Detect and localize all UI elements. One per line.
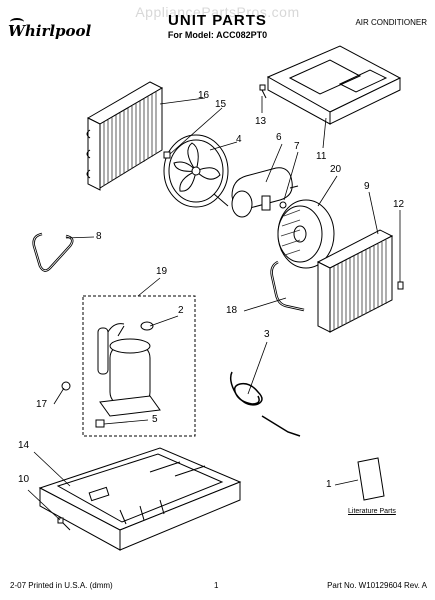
thermistor-part (397, 281, 404, 290)
shroud-part (266, 45, 402, 125)
evaporator-coil-part (316, 229, 394, 333)
brand-logo: Whirlpool (8, 22, 92, 40)
callout-8: 8 (96, 231, 102, 242)
callout-20: 20 (330, 164, 342, 175)
capillary-tube-part (270, 260, 305, 312)
compressor-group-box (82, 295, 196, 437)
motor-clamp-part (279, 201, 287, 209)
callout-5: 5 (152, 414, 158, 425)
callout-9: 9 (364, 181, 370, 192)
callout-16: 16 (198, 90, 210, 101)
literature-parts-label: Literature Parts (348, 508, 396, 515)
callout-6: 6 (276, 132, 282, 143)
model-line: For Model: ACC082PT0 (167, 30, 268, 40)
page-title: UNIT PARTS (168, 12, 267, 29)
callout-13: 13 (255, 116, 267, 127)
leader-lines (27, 96, 401, 521)
terminal-cover-part (140, 321, 154, 331)
screw-part (259, 84, 267, 99)
blower-wheel-part (277, 199, 335, 269)
callout-2: 2 (178, 305, 184, 316)
callout-10: 10 (18, 474, 30, 485)
callout-12: 12 (393, 199, 405, 210)
callout-3: 3 (264, 329, 270, 340)
callout-14: 14 (18, 440, 30, 451)
condenser-coil-part (86, 81, 164, 191)
callout-17: 17 (36, 399, 48, 410)
base-screw-part (57, 517, 71, 531)
fan-clip-part (163, 151, 171, 159)
footer-print-info: 2-07 Printed in U.S.A. (dmm) (10, 581, 113, 590)
category-label: AIR CONDITIONER (355, 18, 427, 27)
fan-motor-part (213, 167, 299, 218)
footer-part-number: Part No. W10129604 Rev. A (327, 581, 427, 590)
callout-11: 11 (316, 151, 327, 162)
brand-logo-swoosh (10, 18, 24, 26)
discharge-tube-part (229, 371, 301, 437)
base-pan-part (38, 447, 242, 551)
fan-blade-part (163, 134, 229, 208)
callout-1: 1 (326, 479, 332, 490)
watermark: AppliancePartsPros.com (135, 4, 300, 20)
callout-15: 15 (215, 99, 227, 110)
callout-7: 7 (294, 141, 300, 152)
callout-4: 4 (236, 134, 242, 145)
bracket-part (32, 232, 74, 272)
compressor-part (95, 323, 161, 428)
literature-booklet-part (357, 457, 385, 501)
footer-page-number: 1 (214, 581, 219, 590)
callout-18: 18 (226, 305, 238, 316)
callout-19: 19 (156, 266, 168, 277)
